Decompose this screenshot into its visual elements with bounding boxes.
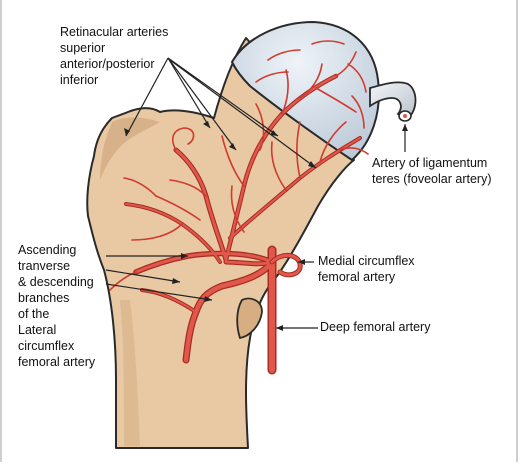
medial-circumflex-stem [224, 260, 274, 266]
arteries [109, 40, 369, 375]
label-lateral-line3: & descending [18, 275, 94, 289]
foveolar-artery-dot [403, 114, 407, 118]
label-lateral-line2: tranverse [18, 259, 71, 273]
arrowheads [124, 121, 408, 331]
label-lateral-line5: of the [18, 307, 50, 321]
label-retinacular-anterior-posterior: anterior/posterior [60, 57, 155, 71]
label-ligamentum-teres-line1: Artery of ligamentum [372, 156, 488, 170]
label-retinacular-superior: superior [60, 41, 106, 55]
label-ligamentum-teres-line2: teres (foveolar artery) [372, 172, 492, 186]
lesser-trochanter [236, 297, 263, 340]
label-medial-circumflex-line1: Medial circumflex [318, 254, 415, 268]
left-border [0, 0, 2, 462]
label-deep-femoral-artery: Deep femoral artery [320, 320, 431, 334]
label-retinacular-inferior: inferior [60, 73, 99, 87]
ligamentum-teres [369, 81, 417, 120]
label-lateral-line1: Ascending [18, 243, 77, 257]
leader-lines [105, 57, 406, 329]
transverse-branch [134, 252, 274, 274]
label-lateral-line6: Lateral [18, 323, 57, 337]
label-lateral-line4: branches [18, 291, 70, 305]
label-medial-circumflex-line2: femoral artery [318, 270, 396, 284]
shaft-shadow [120, 300, 140, 446]
trochanter-shadow [100, 117, 160, 180]
label-lateral-line8: femoral artery [18, 355, 96, 369]
label-retinacular-arteries: Retinacular arteries [60, 25, 169, 39]
right-border [516, 0, 518, 462]
descending-branch [183, 259, 275, 363]
label-lateral-line7: circumflex [18, 339, 75, 353]
